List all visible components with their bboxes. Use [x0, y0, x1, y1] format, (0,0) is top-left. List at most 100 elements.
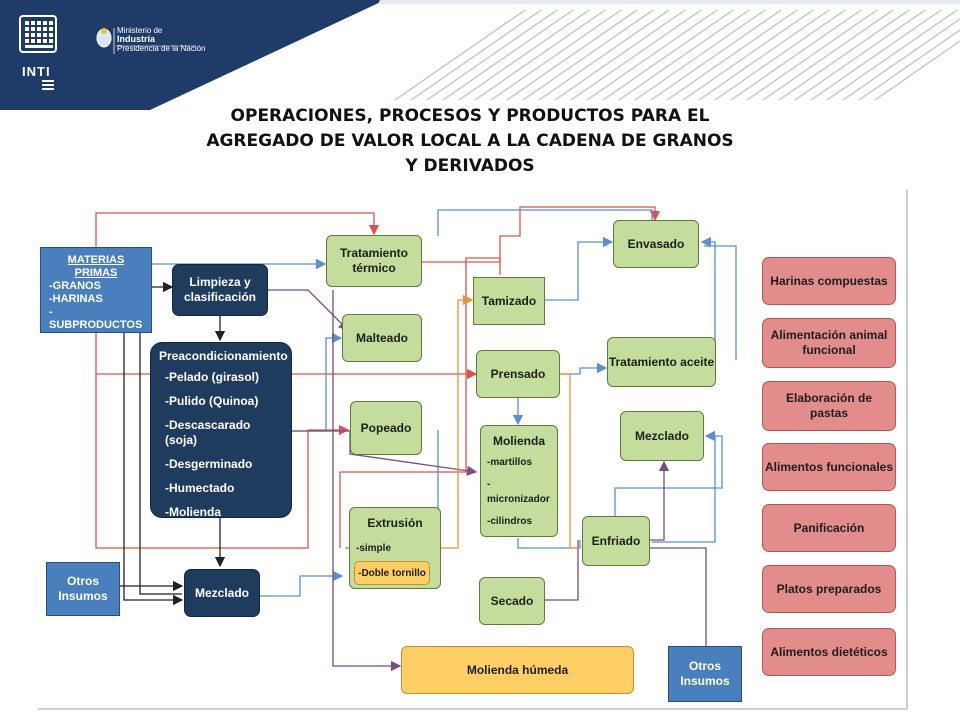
extrusion-simple: -simple [356, 543, 392, 554]
materias-primas-title-1: MATERIAS [67, 254, 125, 266]
tratamiento-termico-line-1: Tratamiento [339, 246, 408, 260]
molienda-humeda-label: Molienda húmeda [466, 662, 569, 677]
materias-primas-item: -SUBPRODUCTOS [49, 306, 143, 331]
prensado-box: Prensado [476, 350, 560, 398]
product-panificacion: Panificación [762, 504, 896, 552]
diagram-frame-bottom [38, 708, 908, 710]
product-alimentos-dieteticos: Alimentos dietéticos [762, 628, 896, 676]
tratamiento-aceite-label: Tratamiento aceite [608, 354, 715, 369]
product-line-1: Elaboración de [785, 391, 873, 405]
ministry-line-1: Ministerio de [117, 26, 163, 35]
inti-label: INTI [22, 64, 51, 79]
product-line-1: Platos preparados [776, 581, 882, 596]
secado-box: Secado [479, 577, 545, 625]
inti-logo [19, 15, 57, 90]
otros-insumos-right-line-2: Insumos [680, 674, 730, 688]
doble-tornillo-box: -Doble tornillo [354, 561, 430, 585]
line-blue-13 [652, 436, 716, 543]
line-dark-5 [139, 310, 182, 595]
extrusion-title: Extrusión [367, 516, 423, 530]
mezclado-left-label: Mezclado [194, 585, 249, 600]
line-blue-8 [700, 236, 716, 378]
preacondicionamiento-box: Preacondicionamiento -Pelado (girasol) -… [150, 342, 292, 519]
product-line-2: funcional [802, 343, 856, 357]
line-dark-4 [123, 330, 184, 606]
product-line-1: Alimentación animal [770, 328, 888, 342]
line-blue-10 [560, 362, 608, 375]
tratamiento-termico-box: Tratamiento térmico [326, 235, 422, 287]
materias-primas-title-2: PRIMAS [74, 267, 118, 279]
malteado-box: Malteado [342, 314, 422, 362]
molienda-title: Molienda [492, 434, 545, 448]
limpieza-line-2: clasificación [183, 290, 257, 304]
tratamiento-aceite-box: Tratamiento aceite [607, 337, 716, 387]
line-blue-12 [260, 570, 344, 597]
limpieza-line-1: Limpieza y [189, 275, 251, 289]
line-red-bottom [95, 330, 350, 549]
otros-insumos-left-line-1: Otros [66, 574, 99, 588]
materias-primas-box: MATERIAS PRIMAS -GRANOS -HARINAS -SUBPRO… [40, 247, 152, 333]
popeado-label: Popeado [360, 420, 412, 435]
limpieza-box: Limpieza y clasificación [172, 264, 268, 316]
header-banner [0, 0, 960, 110]
title-line-1: OPERACIONES, PROCESOS Y PRODUCTOS PARA E… [230, 106, 710, 126]
otros-insumos-left-line-2: Insumos [58, 589, 108, 603]
product-harinas-compuestas: Harinas compuestas [762, 257, 896, 305]
product-alimentos-funcionales: Alimentos funcionales [762, 443, 896, 491]
product-line-2: pastas [809, 406, 849, 420]
line-blue-9 [704, 245, 737, 360]
tamizado-box: Tamizado [473, 277, 545, 325]
ministry-text: Ministerio de Industria Presidencia de l… [117, 26, 206, 53]
line-orange-2 [560, 373, 580, 549]
materias-primas-item: -GRANOS [49, 280, 101, 292]
mezclado-right-box: Mezclado [620, 411, 704, 461]
molienda-item: -cilindros [487, 516, 533, 527]
title-line-2: AGREGADO DE VALOR LOCAL A LA CADENA DE G… [206, 131, 734, 151]
line-orange-1 [430, 294, 474, 549]
product-line-1: Harinas compuestas [770, 273, 888, 288]
tamizado-label: Tamizado [481, 293, 537, 308]
otros-insumos-right-line-1: Otros [688, 659, 721, 673]
materias-primas-item: -HARINAS [49, 293, 103, 305]
otros-insumos-right-box: Otros Insumos [668, 646, 742, 702]
line-red-top [95, 212, 380, 248]
envasado-box: Envasado [613, 220, 699, 268]
line-blue-7 [517, 538, 581, 549]
molienda-humeda-box: Molienda húmeda [401, 646, 634, 694]
molienda-item: -martillos [487, 457, 533, 468]
popeado-box: Popeado [350, 401, 422, 455]
product-line-1: Alimentos dietéticos [770, 644, 888, 659]
molienda-box: Molienda -martillos -micronizador -cilin… [480, 425, 558, 537]
line-purple-1 [268, 289, 349, 331]
preacondicionamiento-item: -Molienda [165, 505, 221, 519]
doble-tornillo-label: -Doble tornillo [358, 567, 426, 579]
title-line-3: Y DERIVADOS [405, 156, 535, 176]
product-elaboracion-pastas: Elaboración de pastas [762, 381, 896, 431]
preacondicionamiento-item: -Humectado [165, 481, 235, 495]
enfriado-label: Enfriado [591, 533, 641, 548]
product-line-1: Alimentos funcionales [764, 459, 894, 474]
prensado-label: Prensado [490, 366, 546, 381]
preacondicionamiento-title: Preacondicionamiento [159, 349, 288, 363]
line-blue-11 [614, 430, 723, 520]
preacondicionamiento-item: -Desgerminado [165, 457, 253, 471]
line-blue-5 [545, 236, 614, 301]
malteado-label: Malteado [355, 330, 408, 345]
line-red-envasado [422, 206, 661, 263]
ministry-line-2: Industria [117, 34, 156, 44]
product-alimentacion-animal: Alimentación animal funcional [762, 318, 896, 368]
mezclado-right-label: Mezclado [634, 428, 689, 443]
preacondicionamiento-item: -Pelado (girasol) [165, 370, 260, 384]
page-title: OPERACIONES, PROCESOS Y PRODUCTOS PARA E… [130, 104, 810, 179]
line-blue-1 [437, 209, 653, 236]
ministry-line-3: Presidencia de la Nación [117, 44, 206, 53]
preacondicionamiento-item: -Descascarado (soja) [165, 418, 251, 447]
product-line-1: Panificación [793, 520, 865, 535]
line-dark-6 [650, 547, 707, 648]
preacondicionamiento-item: -Pulido (Quinoa) [165, 394, 259, 408]
diagram-frame-right [906, 190, 908, 710]
line-purple-3 [332, 290, 402, 672]
secado-label: Secado [490, 593, 534, 608]
ministry-logo [96, 28, 196, 54]
